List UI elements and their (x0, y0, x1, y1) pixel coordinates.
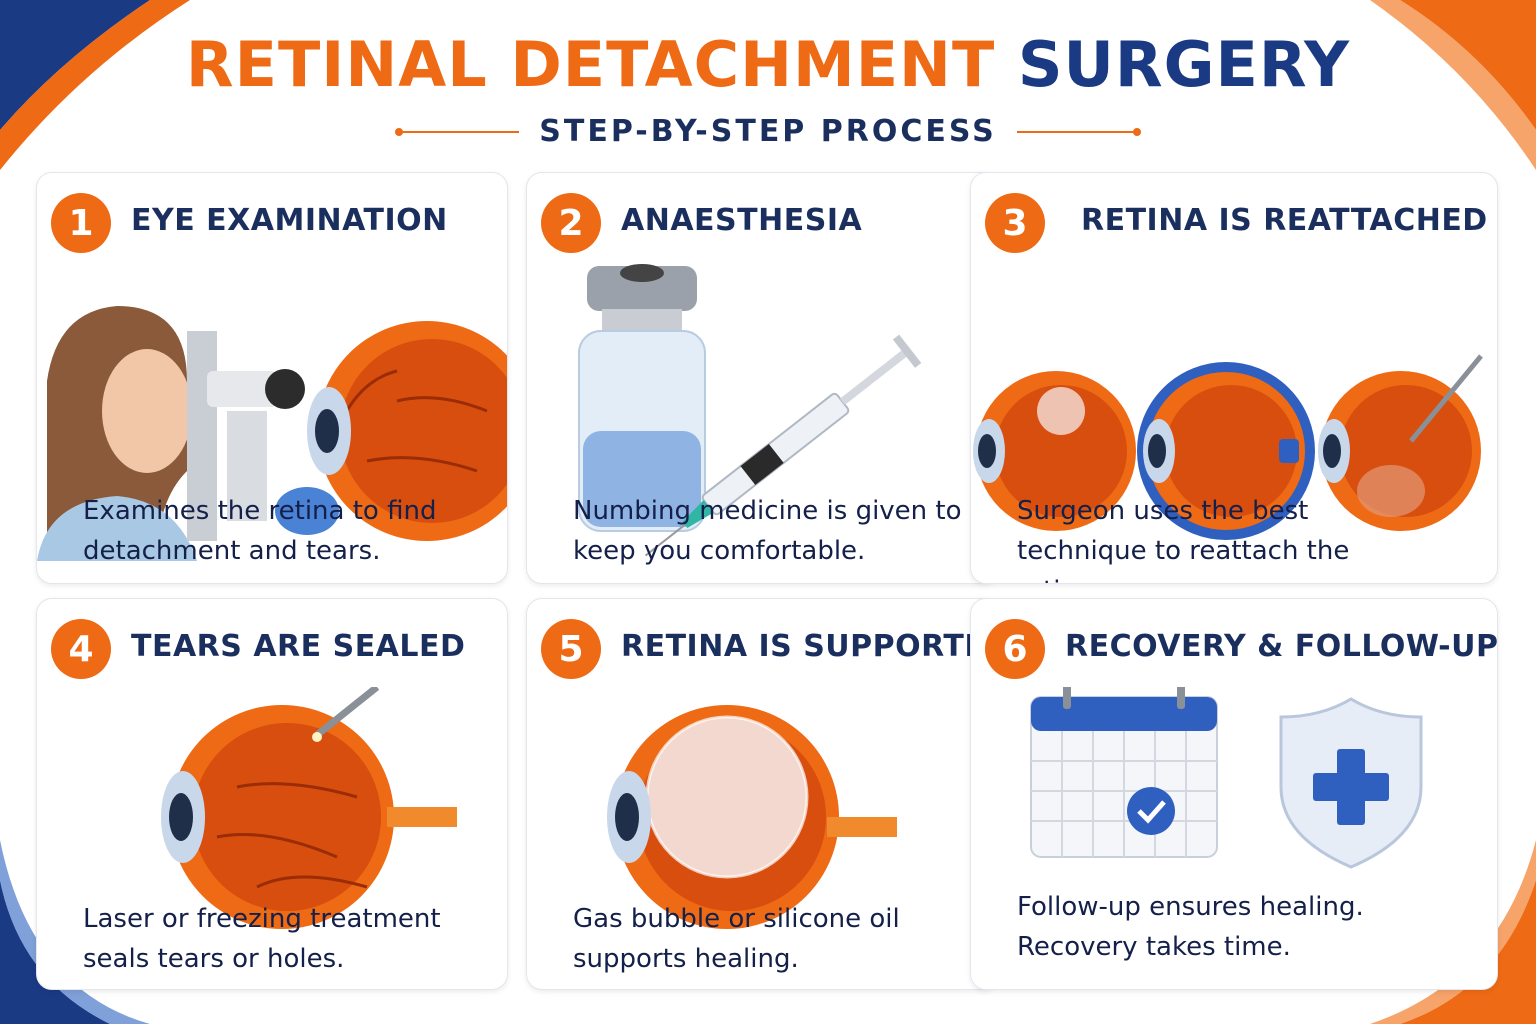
step-card-2: 2 ANAESTHESIA Numbing medicine is given … (526, 172, 998, 584)
three-eyes-illustration (973, 354, 1483, 540)
step-number-badge: 5 (541, 619, 601, 679)
page-subtitle: STEP-BY-STEP PROCESS (539, 114, 997, 149)
gas-bubble-eye-illustration (607, 705, 897, 929)
step-number-badge: 1 (51, 193, 111, 253)
step-description: Gas bubble or silicone oil supports heal… (573, 904, 900, 974)
step-description: Numbing medicine is given to keep you co… (573, 496, 962, 566)
step-title: RECOVERY & FOLLOW-UP (1065, 629, 1498, 664)
step-title: RETINA IS REATTACHED (1081, 203, 1488, 238)
step-description: Laser or freezing treatment seals tears … (83, 904, 441, 974)
step-title: TEARS ARE SEALED (131, 629, 466, 664)
calendar-shield-illustration (1030, 687, 1423, 869)
step-description: Follow-up ensures healing. Recovery take… (1017, 892, 1364, 962)
title-part-orange: RETINAL DETACHMENT (185, 28, 996, 101)
title-part-navy: SURGERY (1017, 28, 1351, 101)
vial-syringe-illustration (578, 264, 922, 557)
step-number-badge: 4 (51, 619, 111, 679)
step-number-badge: 2 (541, 193, 601, 253)
calendar-icon (1030, 687, 1218, 858)
subtitle-divider-left (395, 127, 520, 136)
subtitle-divider-right (1016, 127, 1141, 136)
subtitle-row: STEP-BY-STEP PROCESS (0, 114, 1536, 149)
step-card-1: 1 EYE EXAMINATION Examines the retina to… (36, 172, 508, 584)
header: RETINAL DETACHMENT SURGERY STEP-BY-STEP … (0, 28, 1536, 149)
step-description: Examines the retina to find detachment a… (83, 496, 437, 566)
laser-eye-illustration (161, 687, 457, 929)
step-title: EYE EXAMINATION (131, 203, 448, 238)
step-title: ANAESTHESIA (621, 203, 863, 238)
step-description: Surgeon uses the best technique to reatt… (1017, 496, 1350, 583)
step-number-badge: 3 (985, 193, 1045, 253)
step-card-6: 6 RECOVERY & FOLLOW-UP (970, 598, 1498, 990)
step-card-5: 5 RETINA IS SUPPORTED Gas bubble or sili… (526, 598, 998, 990)
shield-icon (1279, 697, 1423, 869)
eye-exam-illustration (37, 306, 507, 561)
step-title: RETINA IS SUPPORTED (621, 629, 998, 664)
step-card-4: 4 TEARS ARE SEALED Laser or freezing tre… (36, 598, 508, 990)
step-card-3: 3 RETINA IS REATTACHED Surgeon uses the … (970, 172, 1498, 584)
page-title: RETINAL DETACHMENT SURGERY (0, 28, 1536, 102)
step-number-badge: 6 (985, 619, 1045, 679)
